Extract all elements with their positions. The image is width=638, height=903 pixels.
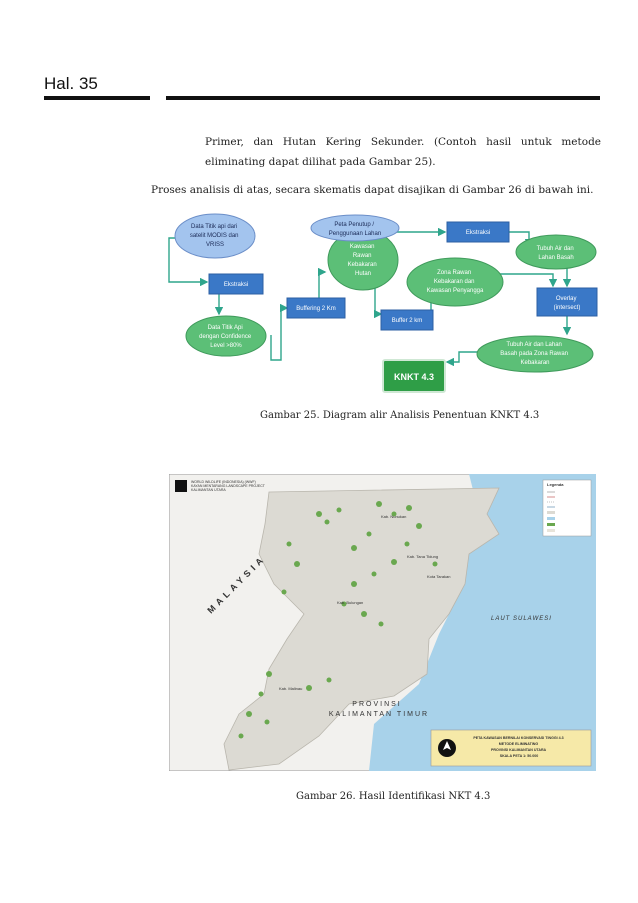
svg-text:Data Titik api dari sateli: Data Titik api dari satelit MODIS dan VR… — [190, 224, 240, 248]
page-number-label: Hal. 35 — [44, 74, 98, 93]
node-zona-line3: Kawasan Penyangga — [427, 288, 484, 294]
node-tubuh-zona-line3: Kebakaran — [520, 360, 549, 366]
node-data-titik-api-line3: VRISS — [206, 242, 224, 248]
map-island-2 — [425, 570, 445, 586]
map-org-line3: KALIMANTAN UTARA — [191, 488, 226, 492]
wwf-logo-icon — [175, 480, 187, 492]
node-kawasan-line1: Kawasan — [350, 244, 375, 250]
node-overlay-line1: Overlay — [556, 296, 577, 302]
node-confidence-line1: Data Titik Api — [208, 325, 243, 331]
node-data-titik-api-line2: satelit MODIS dan — [190, 233, 239, 239]
node-ekstraksi-left — [208, 273, 264, 295]
node-data-titik-api — [174, 213, 256, 259]
node-zona-rawan — [406, 257, 504, 307]
node-buffer-label: Buffer 2 km — [392, 318, 423, 324]
map-org-line1: WORLD WILDLIFE (INDONESIA) (WWF) — [191, 480, 256, 484]
node-zona-line1: Zona Rawan — [437, 270, 471, 276]
map-label-nunukan: Kab. Nunukan — [381, 514, 406, 519]
figure-26-caption: Gambar 26. Hasil Identifikasi NKT 4.3 — [296, 791, 491, 802]
north-arrow-glyph-icon — [443, 741, 451, 750]
svg-text:Peta Penutup / Penggunaan: Peta Penutup / Penggunaan Lahan — [329, 222, 381, 237]
node-zona-line2: Kebakaran dan — [434, 279, 475, 285]
node-confidence-level — [185, 315, 267, 357]
svg-text:Overlay (intersect): Overlay (intersect) — [554, 296, 581, 311]
node-tubuh-zona-line2: Basah pada Zona Rawan — [500, 351, 568, 357]
map-label-bulungan: Kab. Bulungan — [337, 600, 363, 605]
map-nkt-areas — [238, 501, 438, 739]
svg-text:Tubuh Air dan Lahan Basah: Tubuh Air dan Lahan Basah pada Zona Rawa… — [500, 342, 569, 366]
map-label-tana-tidung: Kab. Tana Tidung — [407, 554, 438, 559]
node-kawasan-line3: Kebakaran — [348, 262, 377, 268]
svg-text:Data Titik Api dengan Conf: Data Titik Api dengan Confidence Level >… — [199, 325, 253, 349]
header-rule-left — [44, 96, 150, 100]
node-ekstraksi-left-label: Ekstraksi — [224, 282, 248, 288]
node-buffer — [380, 309, 434, 331]
svg-text:PETA KAWASAN BERNILAI KONSERVA: PETA KAWASAN BERNILAI KONSERVASI TINGGI … — [473, 736, 564, 758]
map-label-malinau: Kab. Malinau — [279, 686, 302, 691]
node-kawasan-line2: Rawan — [353, 253, 372, 259]
map-title-line1: PETA KAWASAN BERNILAI KONSERVASI TINGGI … — [473, 736, 563, 740]
node-knkt-label: KNKT 4.3 — [394, 372, 434, 382]
svg-text:Kawasan Rawan Kebakara: Kawasan Rawan Kebakaran Hutan — [348, 244, 379, 277]
node-tubuh-air — [515, 234, 597, 270]
node-peta-penutup-line2: Penggunaan Lahan — [329, 231, 381, 237]
map-sea-label: LAUT SULAWESI — [491, 616, 552, 622]
map-title-box — [430, 729, 592, 767]
node-peta-penutup-line1: Peta Penutup / — [334, 222, 374, 228]
node-kawasan-line4: Hutan — [355, 271, 371, 277]
paragraph-continuation: Primer, dan Hutan Kering Sekunder. (Cont… — [205, 136, 601, 168]
map-sea — [369, 474, 596, 771]
map-title-line4: SKALA PETA 1: 50.000 — [500, 754, 539, 758]
node-tubuh-air-zona — [476, 335, 594, 373]
map-label-tarakan: Kota Tarakan — [427, 574, 451, 579]
node-knkt — [382, 359, 446, 393]
node-buffering — [286, 297, 346, 319]
figure-25-caption: Gambar 25. Diagram alir Analisis Penentu… — [260, 410, 540, 421]
node-buffering-label: Buffering 2 Km — [296, 306, 336, 312]
paragraph-process: Proses analisis di atas, secara skematis… — [151, 184, 594, 196]
map-land — [223, 487, 500, 771]
node-ekstraksi-right — [446, 221, 510, 243]
map-legend-swatches — [547, 491, 555, 532]
node-overlay — [536, 287, 598, 317]
svg-text:Zona Rawan Kebakaran dan: Zona Rawan Kebakaran dan Kawasan Penyang… — [427, 270, 484, 294]
node-overlay-line2: (intersect) — [554, 305, 581, 311]
node-tubuh-zona-line1: Tubuh Air dan Lahan — [506, 342, 562, 348]
node-tubuh-air-line1: Tubuh Air dan — [537, 246, 574, 252]
node-data-titik-api-line1: Data Titik api dari — [191, 224, 237, 230]
flowchart-diagram: Data Titik api dari satelit MODIS dan VR… — [168, 213, 598, 393]
map-province-line1: PROVINSI — [352, 701, 401, 708]
node-peta-penutup — [310, 214, 400, 242]
svg-text:WORLD WILDLIFE (INDONESIA) (WW: WORLD WILDLIFE (INDONESIA) (WWF) KAYAN M… — [191, 480, 266, 492]
map-title-line3: PROVINSI KALIMANTAN UTARA — [491, 748, 547, 752]
node-ekstraksi-right-label: Ekstraksi — [466, 230, 490, 236]
map-title-line2: METODE ELIMINATING — [499, 742, 539, 746]
map-province-line2: KALIMANTAN TIMUR — [329, 711, 429, 718]
svg-text:PROVINSI KALIMANTAN TIMUR: PROVINSI KALIMANTAN TIMUR — [329, 701, 429, 718]
nkt-map: WORLD WILDLIFE (INDONESIA) (WWF) KAYAN M… — [169, 474, 596, 771]
map-legend — [542, 479, 592, 537]
node-tubuh-air-line2: Lahan Basah — [538, 255, 573, 261]
map-org-line2: KAYAN MENTARANG LANDSCAPE PROJECT — [191, 484, 266, 488]
header-rule-right — [166, 96, 600, 100]
node-confidence-line2: dengan Confidence — [199, 334, 252, 340]
node-confidence-line3: Level >80% — [210, 343, 242, 349]
svg-text:Tubuh Air dan Lahan Basah: Tubuh Air dan Lahan Basah — [537, 246, 576, 261]
map-legend-title: Legenda — [547, 482, 564, 487]
map-island-1 — [421, 528, 451, 550]
